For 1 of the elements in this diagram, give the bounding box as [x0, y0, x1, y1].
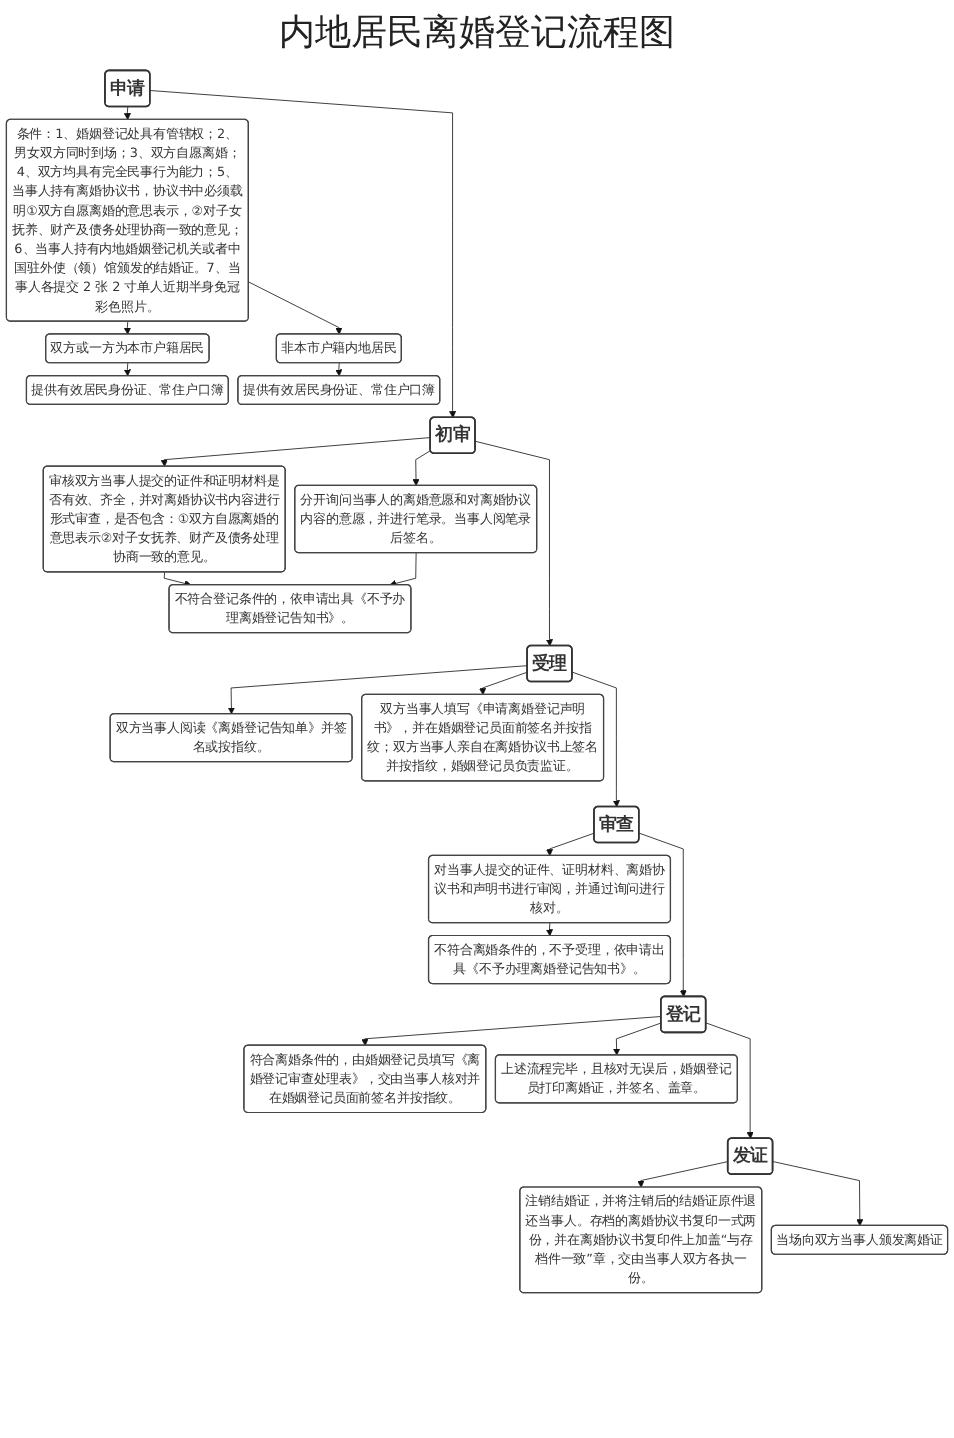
diagram-title: 内地居民离婚登记流程图 [277, 10, 677, 56]
